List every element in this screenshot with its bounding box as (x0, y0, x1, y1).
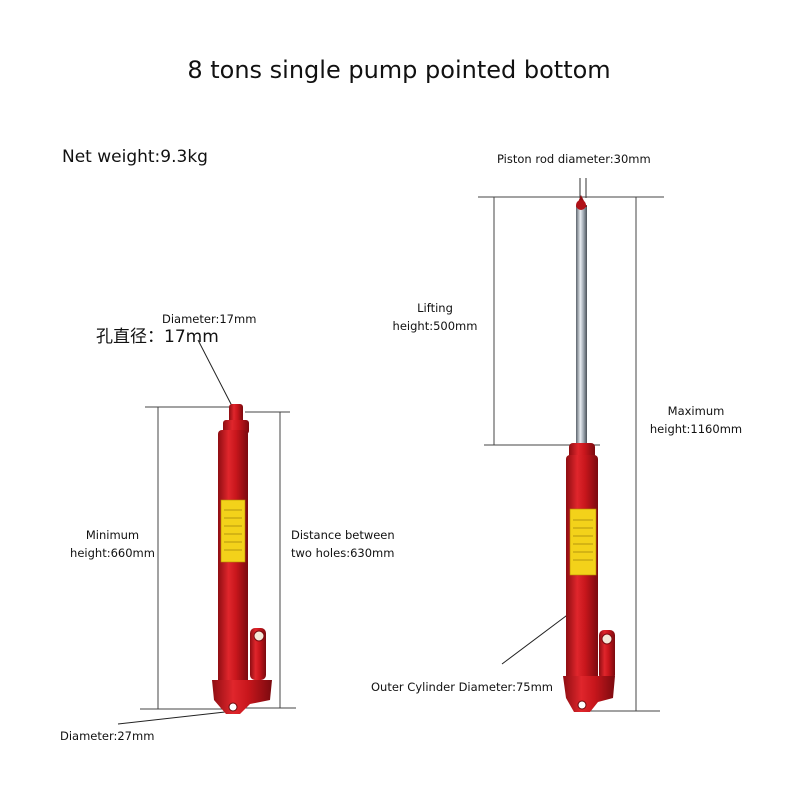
bottom-diameter-leader (117, 710, 235, 725)
minimum-height-line2: height:660mm (70, 546, 155, 560)
base (563, 676, 615, 712)
distance-between-holes-label: Distance between two holes:630mm (291, 526, 395, 562)
minimum-height-line1: Minimum (85, 528, 140, 542)
outer-cylinder-diameter-label: Outer Cylinder Diameter:75mm (371, 680, 553, 694)
distance-line1: Distance between (291, 528, 395, 542)
pump-socket (253, 630, 265, 642)
right-jack (478, 178, 664, 712)
maximum-line2: height:1160mm (649, 422, 743, 436)
base-hole (228, 702, 238, 712)
top-eye (229, 404, 243, 424)
left-jack (117, 339, 296, 725)
rod-tip (576, 200, 586, 210)
bottom-diameter-label: Diameter:27mm (60, 729, 155, 743)
maximum-height-label: Maximum height:1160mm (648, 402, 744, 438)
lifting-height-label: Lifting height:500mm (392, 299, 478, 335)
maximum-line1: Maximum (667, 404, 725, 418)
base-hole (577, 700, 587, 710)
distance-line2: two holes:630mm (291, 546, 395, 560)
pump-socket (601, 633, 613, 645)
base (212, 680, 272, 714)
lifting-line2: height:500mm (392, 319, 478, 333)
pump-housing (250, 628, 266, 680)
net-weight: Net weight:9.3kg (62, 147, 208, 167)
piston-rod-diameter-label: Piston rod diameter:30mm (497, 152, 651, 166)
hole-diameter-cn-label: 孔直径：17mm (96, 327, 219, 347)
page-title: 8 tons single pump pointed bottom (187, 56, 611, 84)
warning-label (220, 499, 246, 563)
piston-rod (576, 205, 587, 455)
lifting-line1: Lifting (417, 301, 453, 315)
outer-cylinder-leader (501, 609, 575, 665)
hole-diameter-leader (197, 339, 233, 407)
warning-label (569, 508, 597, 576)
hole-diameter-label: Diameter:17mm (162, 312, 257, 326)
minimum-height-label: Minimum height:660mm (70, 526, 155, 562)
